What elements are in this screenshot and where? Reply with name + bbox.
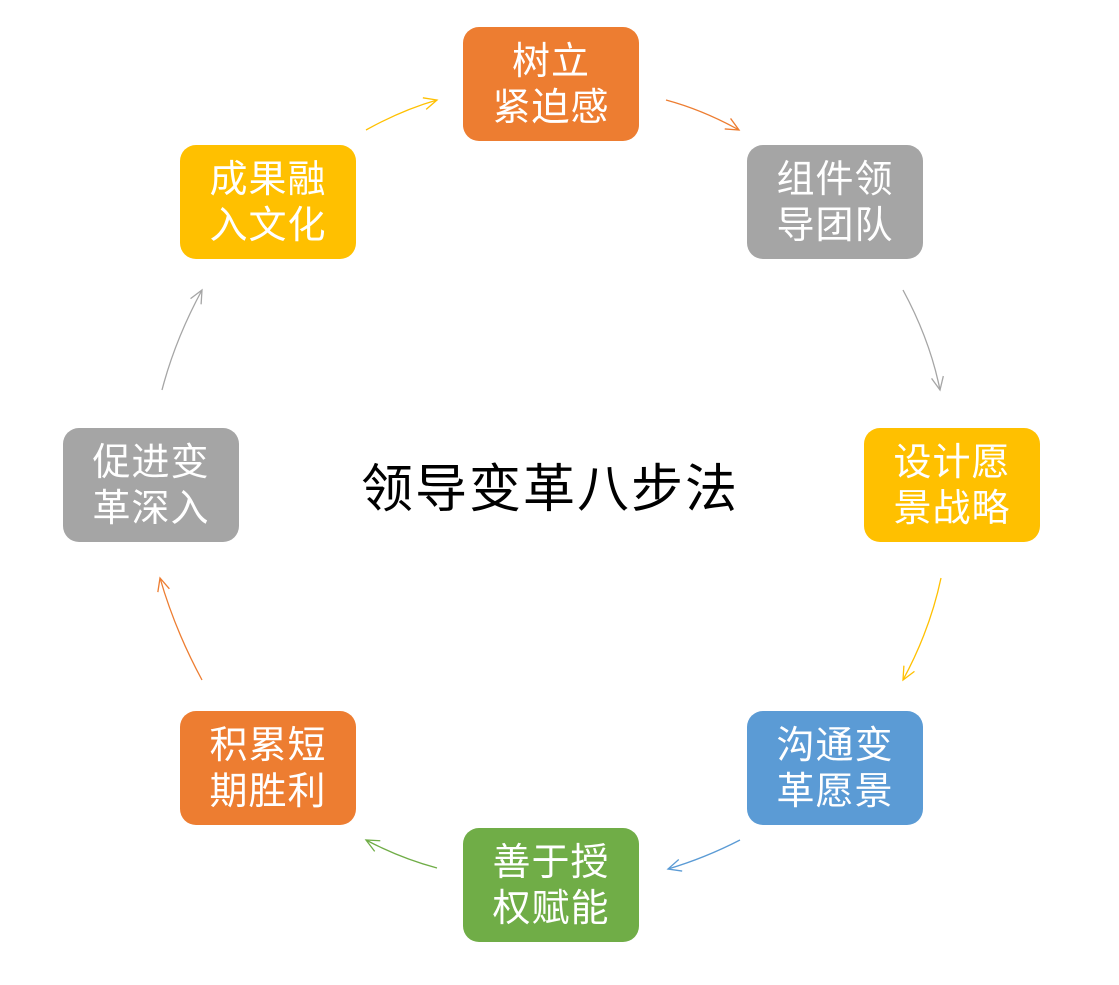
step-2-line1: 组件领: [776, 157, 894, 201]
step-7-line1: 促进变: [92, 440, 210, 484]
cycle-arrow-1: [665, 99, 740, 131]
step-5-line1: 善于授: [492, 840, 610, 884]
cycle-arrow-4: [667, 839, 741, 870]
arrowhead-icon: [364, 839, 381, 852]
cycle-arrow-6: [159, 577, 203, 681]
step-box-7: 促进变 革深入: [63, 428, 239, 542]
step-6-line2: 期胜利: [209, 769, 327, 813]
step-1-line2: 紧迫感: [492, 85, 610, 129]
step-box-6: 积累短 期胜利: [180, 711, 356, 825]
step-8-line2: 入文化: [209, 203, 327, 247]
cycle-arrow-5: [365, 839, 438, 869]
arrowhead-icon: [902, 665, 915, 682]
arrowhead-icon: [157, 576, 170, 593]
arrowhead-icon: [931, 375, 944, 392]
step-3-line2: 景战略: [893, 486, 1011, 530]
step-box-2: 组件领 导团队: [747, 145, 923, 259]
arrowhead-icon: [190, 288, 203, 305]
step-1-line1: 树立: [511, 39, 590, 83]
cycle-arrow-8: [365, 99, 438, 131]
step-8-line1: 成果融: [209, 157, 327, 201]
step-5-line2: 权赋能: [492, 886, 610, 930]
step-3-line1: 设计愿: [893, 440, 1011, 484]
arrowhead-icon: [724, 118, 741, 131]
step-box-8: 成果融 入文化: [180, 145, 356, 259]
diagram-title: 领导变革八步法: [360, 460, 739, 520]
cycle-arrow-3: [902, 577, 942, 681]
step-box-3: 设计愿 景战略: [864, 428, 1040, 542]
step-6-line1: 积累短: [209, 723, 327, 767]
step-4-line2: 革愿景: [776, 769, 894, 813]
step-2-line2: 导团队: [776, 203, 894, 247]
cycle-arrow-7: [161, 289, 203, 391]
step-7-line2: 革深入: [92, 486, 210, 530]
step-box-4: 沟通变 革愿景: [747, 711, 923, 825]
arrowhead-icon: [422, 97, 439, 110]
cycle-arrow-2: [902, 289, 941, 391]
arrowhead-icon: [666, 859, 683, 872]
step-4-line1: 沟通变: [776, 723, 894, 767]
step-box-5: 善于授 权赋能: [463, 828, 639, 942]
step-box-1: 树立 紧迫感: [463, 27, 639, 141]
